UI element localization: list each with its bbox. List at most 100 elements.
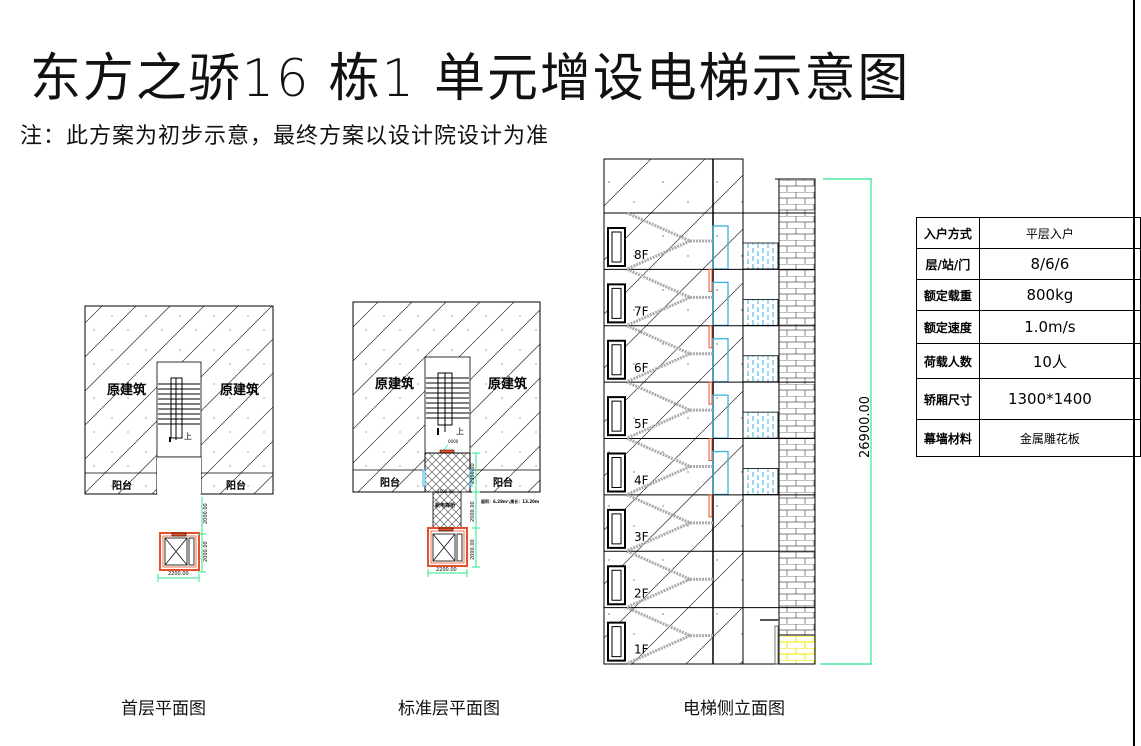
brick-shaft [778,178,816,636]
spec-key: 荷载人数 [916,343,980,379]
balcony-label-right: 阳台 [493,476,513,489]
window [607,339,626,380]
dim-shaft-width: 2200.00 [436,567,457,573]
spec-key: 轿厢尺寸 [916,378,980,420]
spec-row: 幕墙材料金属雕花板 [916,419,1141,457]
stair-flight [626,211,713,271]
building-label-right: 原建筑 [488,376,527,392]
elevator-shaft [159,532,200,571]
spec-row: 入户方式平层入户 [916,217,1141,249]
area-note: 面积：6.28m²,周长：13.20m [481,498,539,504]
spec-value: 8/6/6 [978,248,1141,280]
floor-5F: 5F [604,380,815,440]
standard-floor-plan: 上 0000 新电梯桥 1500.00 原建筑 原建筑 阳台 阳台 面积：6.2… [352,301,541,577]
stair-flight [626,493,713,553]
total-height-label: 26900.00 [858,396,873,458]
glass-panel [742,298,779,326]
landing-door-marker [708,438,713,461]
window [607,227,626,267]
spec-key: 入户方式 [916,217,980,249]
stair-flight [626,437,713,496]
floor-3F: 3F [604,493,815,553]
window [607,452,626,493]
spec-value: 1300*1400 [978,378,1141,420]
floor-label: 6F [634,361,649,375]
floor-6F: 6F [604,324,815,384]
stair-flight [626,549,713,609]
balcony-label-left: 阳台 [112,479,132,492]
stair-treads [158,377,200,442]
spec-value: 800kg [978,279,1141,311]
stair-flight [626,606,713,665]
floor-label: 8F [634,248,649,262]
existing-building-elevation [603,158,744,665]
landing-door-marker [708,494,713,518]
balcony-label-right: 阳台 [226,479,246,492]
dimension-lines [157,497,206,582]
base-brick [778,634,816,665]
window [607,621,626,662]
window [607,565,626,606]
floor-label: 3F [634,530,649,544]
floor-label: 1F [634,643,649,657]
new-bridge [432,491,462,529]
bridge-label: 新电梯桥 [435,502,456,509]
dim-gap: 2000.00 [203,503,209,524]
landing-tag: 0000 [448,439,459,444]
page-title: 东方之骄16 栋1 单元增设电梯示意图 [30,49,911,109]
glass-panel [742,411,779,439]
window [607,508,626,549]
floor-label: 5F [634,417,649,431]
window [607,283,626,324]
dim-shaft-width: 2200.00 [168,571,189,577]
stair-treads [426,372,469,435]
building-label-left: 原建筑 [375,376,414,392]
elevator-side-elevation: 8F 7F 6F 5F 4F 3F 2F 1F 26900.00 [603,158,873,665]
dim-gap: 2000.00 [470,501,476,522]
spec-key: 额定速度 [916,310,980,344]
landing-door-marker [708,381,713,405]
new-landing [424,452,471,493]
dim-shaft-height: 2000.00 [470,539,476,560]
glass-panel [742,468,779,495]
floor-label: 7F [634,304,649,318]
glass-panel [742,242,779,270]
building-label-right: 原建筑 [220,382,259,398]
floor-7F: 7F [604,268,815,327]
stair-flight [626,324,713,384]
landing-door-marker [708,325,713,349]
floor-1F: 1F [604,606,815,665]
caption-elevator-elevation: 电梯侧立面图 [683,699,785,719]
dim-shaft-height: 2000.00 [203,541,209,562]
floor-8F: 8F [604,211,815,271]
building-label-left: 原建筑 [107,382,146,398]
window [607,396,626,437]
glass-panel [742,355,779,383]
spec-value: 10人 [978,343,1141,379]
total-height-dimension [820,178,872,665]
dim-bridge-width: 1500.00 [437,489,454,494]
spec-value: 平层入户 [978,217,1141,249]
dimension-lines [427,452,480,577]
elevator-shaft [427,527,468,567]
floor-label: 2F [634,586,649,600]
caption-ground-floor-plan: 首层平面图 [121,699,206,719]
stair-up-label: 上 [456,427,464,436]
ground-floor-plan: 上 原建筑 原建筑 阳台 阳台 2000.00 2000.00 2200.00 [84,305,274,582]
spec-value: 金属雕花板 [978,419,1141,457]
spec-key: 幕墙材料 [916,419,980,457]
stair-flight [626,268,713,327]
floor-2F: 2F [604,549,815,609]
stair-up-label: 上 [184,432,192,441]
floor-4F: 4F [604,437,815,496]
stair-flight [626,380,713,440]
dim-landing: 2350.00 [470,463,476,484]
spec-key: 额定载重 [916,279,980,311]
spec-value: 1.0m/s [978,310,1141,344]
